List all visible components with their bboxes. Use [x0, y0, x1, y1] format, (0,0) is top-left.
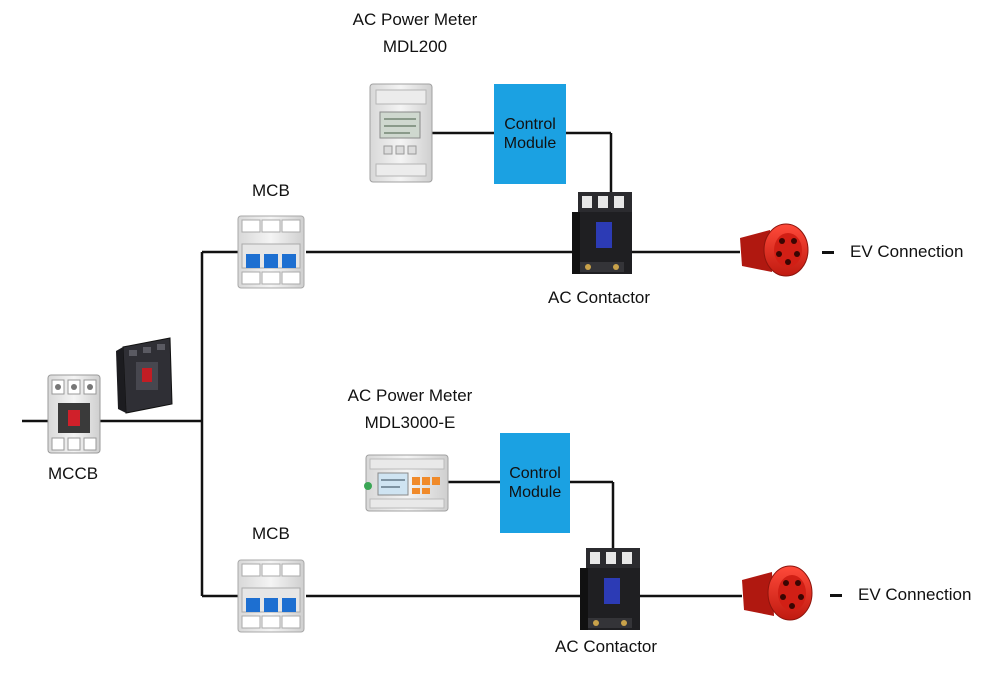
top-ev-plug-icon	[740, 223, 809, 277]
bottom-contactor-label: AC Contactor	[555, 637, 658, 656]
bottom-meter-title: AC Power Meter	[347, 386, 473, 405]
bottom-contactor-icon	[580, 548, 640, 630]
top-meter-title: AC Power Meter	[352, 10, 478, 29]
top-contactor-icon	[572, 192, 632, 274]
bottom-control-module-line2: Module	[508, 484, 562, 501]
bottom-mcb-breaker-icon	[237, 559, 305, 633]
top-ev-label: EV Connection	[850, 242, 964, 261]
wires	[22, 131, 742, 598]
top-control-module-line1: Control	[504, 116, 556, 133]
bottom-mcb-label: MCB	[252, 524, 290, 543]
bottom-control-module-line1: Control	[509, 465, 561, 482]
top-power-meter-icon	[369, 83, 433, 183]
bottom-ev-plug-icon	[742, 565, 813, 621]
top-contactor-label: AC Contactor	[548, 288, 651, 307]
mccb-label: MCCB	[48, 464, 99, 483]
top-mcb-breaker-icon	[237, 215, 305, 289]
top-control-module: Control Module	[494, 84, 566, 184]
bottom-meter-model: MDL3000-E	[364, 413, 456, 432]
mccb-breaker-icon	[47, 374, 101, 454]
bottom-control-module: Control Module	[500, 433, 570, 533]
top-control-module-line2: Module	[503, 135, 557, 152]
bottom-power-meter-icon	[364, 454, 449, 512]
bottom-ev-label: EV Connection	[858, 585, 972, 604]
mccb-dark-breaker-icon	[116, 337, 173, 414]
top-meter-model: MDL200	[382, 37, 448, 56]
top-ev-dash	[822, 251, 834, 254]
top-mcb-label: MCB	[252, 181, 290, 200]
bottom-ev-dash	[830, 594, 842, 597]
